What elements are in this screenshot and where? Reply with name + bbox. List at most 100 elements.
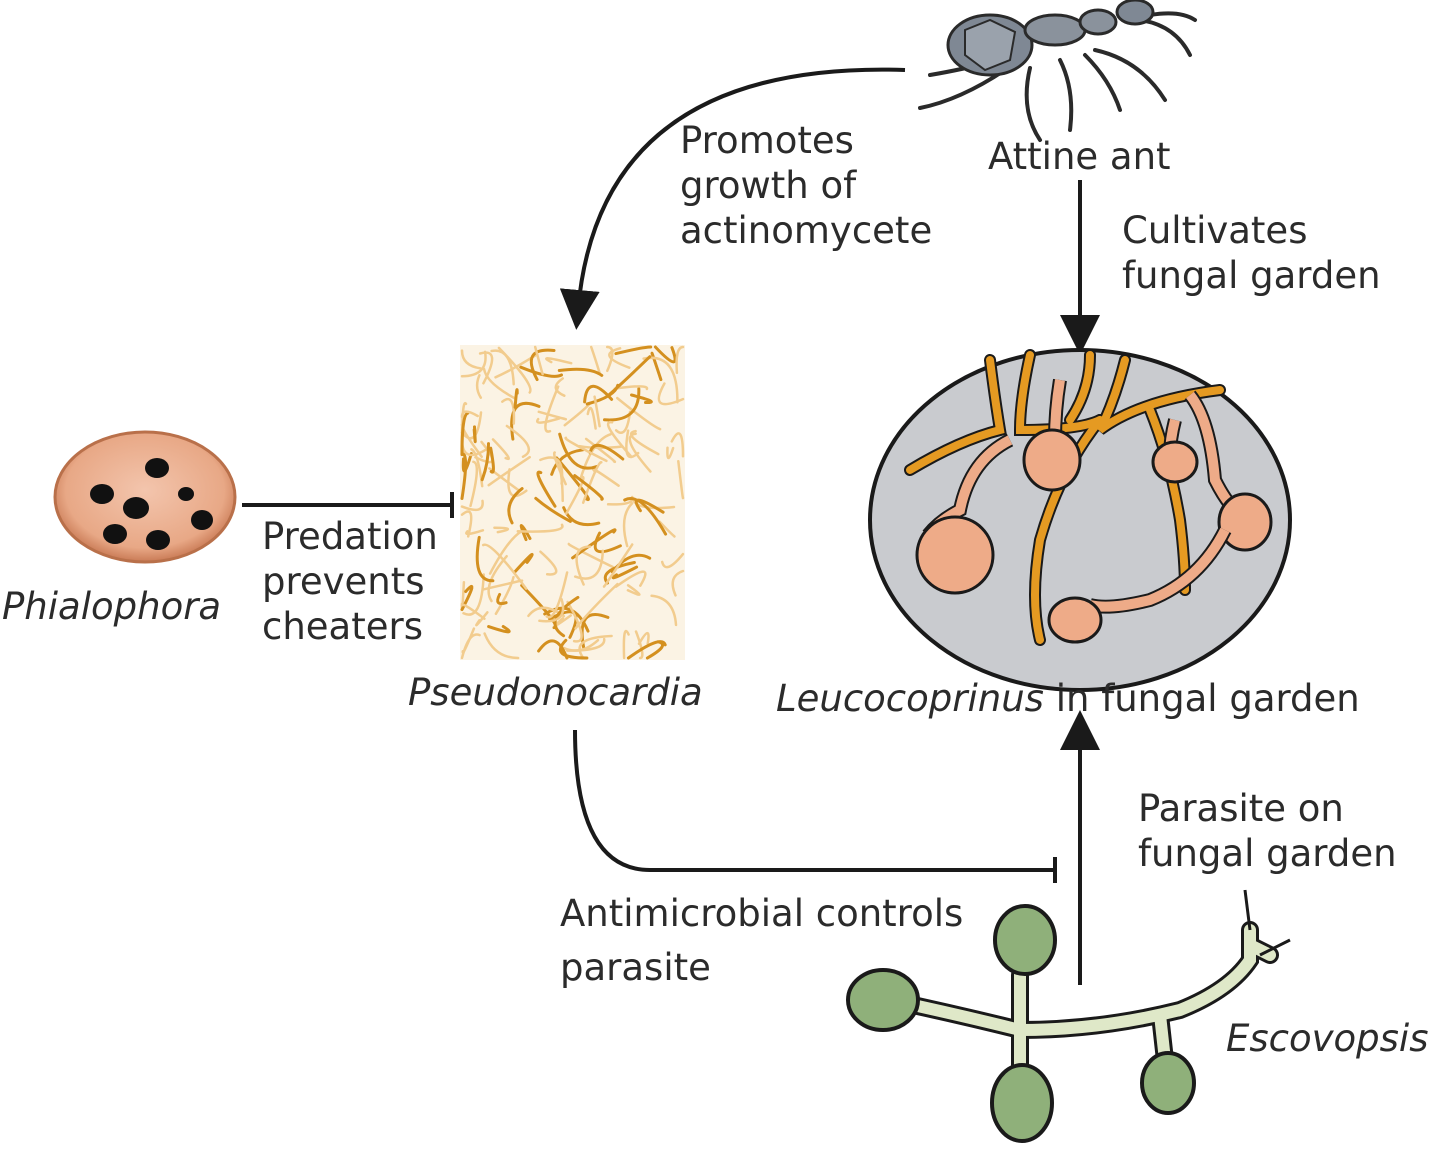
mycelium-filament: [573, 549, 605, 580]
mycelium-filament: [460, 499, 484, 512]
cultivates-line-1: Cultivates: [1122, 209, 1308, 252]
mycelium-filament: [581, 461, 603, 504]
mycelium-filament: [616, 396, 662, 431]
mycelium-filament: [555, 456, 590, 502]
mycelium-filament: [507, 468, 528, 497]
mycelium-filament: [578, 634, 613, 660]
mycelium-filament: [483, 632, 520, 660]
mycelium-filament: [622, 629, 630, 660]
parasite-label: Parasite on fungal garden: [1138, 786, 1397, 876]
mycelium-filament: [650, 594, 678, 627]
mycelium-filament: [487, 455, 531, 487]
mycelium-filament: [671, 569, 685, 597]
mycelium-filament: [475, 535, 495, 583]
mycelium-filament: [536, 470, 557, 508]
cultivates-line-2: fungal garden: [1122, 254, 1381, 297]
promotes-growth-label: Promotes growth of actinomycete: [680, 118, 932, 253]
mycelium-filament: [493, 526, 510, 534]
mycelium-filament: [559, 638, 589, 660]
mycelium-filament: [472, 425, 477, 444]
mycelium-filament: [505, 424, 531, 458]
mycelium-filament: [677, 459, 685, 500]
mycelium-filament: [469, 460, 479, 508]
mycelium-filament: [496, 593, 508, 606]
mycelium-filament: [660, 552, 685, 569]
mycelium-filament: [460, 350, 487, 378]
mycelium-filament: [606, 499, 633, 506]
mycelium-filament: [538, 598, 565, 623]
mycelium-filament: [462, 573, 485, 616]
mycelium-filament: [543, 606, 590, 633]
mycelium-filament: [487, 554, 508, 603]
mycelium-filament: [478, 351, 494, 385]
mycelium-filament: [658, 520, 676, 538]
mycelium-filament: [557, 463, 564, 503]
mycelium-filament: [630, 393, 653, 405]
predation-line-3: cheaters: [262, 605, 423, 648]
mycelium-filament: [613, 385, 649, 391]
mycelium-filament: [460, 603, 486, 620]
mycelium-filament: [608, 347, 631, 369]
mycelium-filament: [566, 600, 583, 643]
mycelium-filament: [516, 523, 564, 533]
mycelium-filament: [580, 612, 610, 649]
mycelium-filament: [552, 451, 567, 486]
predation-line-2: prevents: [262, 560, 425, 603]
mycelium-filament: [513, 552, 534, 574]
mycelium-filament: [537, 410, 568, 421]
mycelium-filament: [550, 448, 585, 476]
phialophora-cell-icon: [53, 430, 237, 564]
mycelium-filament: [482, 367, 517, 400]
mycelium-filament: [545, 357, 573, 365]
mycelium-filament: [606, 355, 652, 398]
leucocoprinus-name: Leucocoprinus: [776, 677, 1044, 720]
mycelium-filament: [544, 385, 560, 433]
predation-line-1: Predation: [262, 515, 438, 558]
mycelium-filament: [475, 374, 483, 399]
mycelium-filament: [491, 438, 510, 461]
mycelium-filament: [460, 349, 482, 370]
mycelium-filament: [625, 429, 640, 459]
phialophora-label: Phialophora: [2, 585, 222, 628]
mycelium-filament: [628, 432, 652, 473]
mycelium-filament: [507, 487, 524, 525]
mycelium-filament: [564, 436, 608, 463]
mycelium-filament: [571, 528, 617, 560]
antimicrobial-line-1: Antimicrobial controls: [560, 892, 964, 935]
predation-inhibition-line: [242, 492, 454, 518]
mycelium-filament: [513, 388, 519, 409]
mycelium-filament: [584, 437, 617, 464]
mycelium-filament: [614, 345, 653, 356]
predation-label: Predation prevents cheaters: [262, 514, 438, 649]
mycelium-filament: [460, 411, 470, 457]
parasite-line-1: Parasite on: [1138, 787, 1344, 830]
mycelium-filament: [536, 417, 561, 424]
parasite-line-2: fungal garden: [1138, 832, 1397, 875]
mycelium-filament: [534, 496, 572, 523]
mycelium-filament: [614, 570, 647, 588]
mycelium-filament: [666, 446, 675, 460]
mycelium-filament: [475, 611, 489, 627]
mycelium-filament: [562, 506, 601, 527]
mycelium-filament: [605, 345, 614, 373]
mycelium-filament: [539, 550, 558, 576]
mycelium-filament: [557, 367, 604, 377]
mycelium-filament: [670, 432, 685, 458]
mycelium-filament: [501, 397, 516, 425]
promotes-arrow: [559, 67, 906, 330]
mycelium-filament: [629, 429, 660, 456]
mycelium-filament: [519, 365, 563, 378]
mycelium-filament: [488, 529, 523, 575]
promotes-growth-line-1: Promotes: [680, 119, 854, 162]
promotes-growth-line-3: actinomycete: [680, 209, 933, 252]
mycelium-filament: [603, 387, 641, 422]
mycelium-filament: [634, 630, 644, 660]
mycelium-filament: [460, 410, 479, 419]
mycelium-filament: [461, 627, 476, 654]
mycelium-filament: [603, 561, 636, 585]
mycelium-filament: [487, 625, 511, 634]
mycelium-filament: [626, 584, 641, 596]
mycelium-filament: [482, 579, 524, 591]
mycelium-filament: [529, 348, 556, 382]
